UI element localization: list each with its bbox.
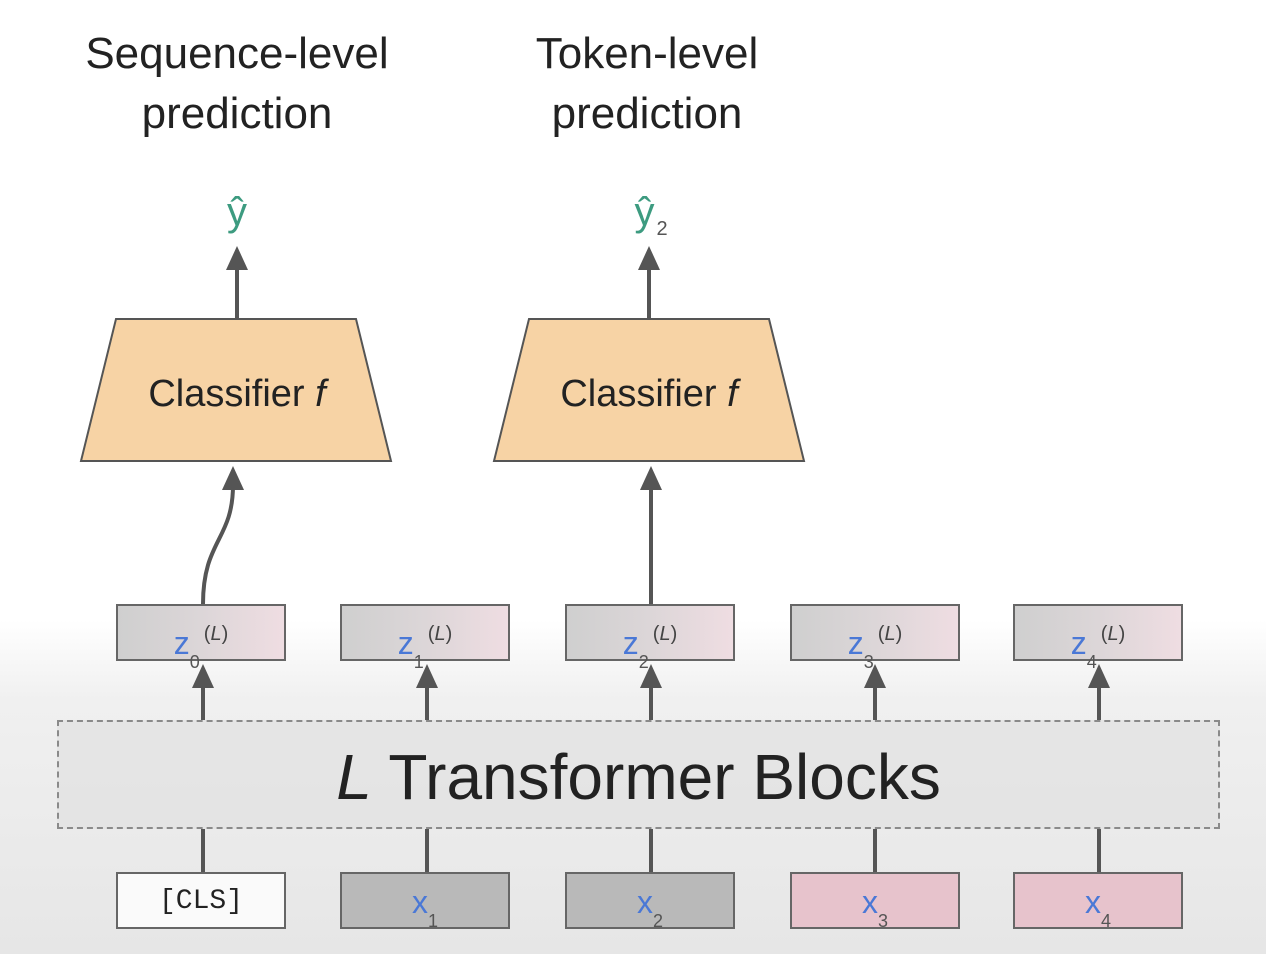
classifier-left-text: Classifier [148, 373, 316, 415]
token-level-heading: Token-level prediction [447, 24, 847, 144]
z-subscript: 2 [638, 652, 649, 672]
arrow-classifier-right-to-output [638, 246, 660, 319]
z-superscript: L [884, 623, 896, 645]
classifier-left-label: Classifier f [87, 373, 387, 416]
sequence-heading-line1: Sequence-level [85, 29, 389, 78]
input-box-3: x3 [790, 872, 960, 931]
sequence-output-yhat: ŷ [197, 190, 277, 235]
input-token-4: x4 [1015, 882, 1181, 941]
transformer-count: L [336, 741, 372, 813]
z-var: z [622, 625, 639, 661]
classifier-left-function: f [315, 373, 326, 415]
arrow-classifier-left-to-output [226, 246, 248, 319]
classifier-right-text: Classifier [560, 373, 728, 415]
z-output-0: z0(L) [173, 623, 229, 672]
input-box-4: x4 [1013, 872, 1183, 931]
z-output-box-0: z0(L) [116, 604, 286, 672]
input-box-2: x2 [565, 872, 735, 931]
z-superscript: L [434, 623, 446, 645]
z-output-box-2: z2(L) [565, 604, 735, 672]
z-output-2: z2(L) [622, 623, 678, 672]
x-subscript: 1 [427, 911, 438, 931]
input-box-cls: [CLS] [116, 872, 286, 929]
token-heading-line1: Token-level [535, 29, 759, 78]
classifier-right-shape [492, 318, 806, 462]
arrow-z0-to-classifier [201, 466, 244, 605]
z-var: z [847, 625, 864, 661]
cls-token: [CLS] [158, 886, 243, 917]
arrows-blocks-to-z [192, 664, 1110, 720]
x-var: x [411, 884, 428, 920]
z-superscript: L [210, 623, 222, 645]
input-token-3: x3 [792, 882, 958, 941]
z-output-box-3: z3(L) [790, 604, 960, 672]
x-subscript: 2 [652, 911, 663, 931]
input-token-2: x2 [567, 882, 733, 941]
z-subscript: 0 [189, 652, 200, 672]
x-var: x [861, 884, 878, 920]
token-heading-line2: prediction [551, 89, 743, 138]
z-output-3: z3(L) [847, 623, 903, 672]
input-token-1: x1 [342, 882, 508, 941]
x-subscript: 4 [1100, 911, 1111, 931]
transformer-blocks: L Transformer Blocks [57, 720, 1220, 829]
transformer-label-text: Transformer Blocks [371, 741, 941, 813]
arrow-z2-to-classifier [640, 466, 662, 604]
z-superscript: L [659, 623, 671, 645]
x-var: x [636, 884, 653, 920]
transformer-blocks-label: L Transformer Blocks [59, 740, 1218, 814]
x-subscript: 3 [877, 911, 888, 931]
input-box-1: x1 [340, 872, 510, 931]
z-var: z [173, 625, 190, 661]
z-superscript: L [1107, 623, 1119, 645]
z-var: z [397, 625, 414, 661]
x-var: x [1084, 884, 1101, 920]
classifier-right-label: Classifier f [499, 373, 799, 416]
token-output-symbol: ŷ [634, 190, 655, 234]
lines-inputs-to-blocks [201, 829, 1101, 872]
z-output-4: z4(L) [1070, 623, 1126, 672]
z-subscript: 4 [1086, 652, 1097, 672]
z-output-1: z1(L) [397, 623, 453, 672]
sequence-output-symbol: ŷ [227, 190, 247, 234]
z-subscript: 3 [863, 652, 874, 672]
z-subscript: 1 [413, 652, 424, 672]
sequence-level-heading: Sequence-level prediction [37, 24, 437, 144]
token-output-subscript: 2 [656, 218, 668, 240]
sequence-heading-line2: prediction [141, 89, 333, 138]
classifier-left-shape [79, 318, 393, 462]
z-output-box-4: z4(L) [1013, 604, 1183, 672]
z-var: z [1070, 625, 1087, 661]
z-output-box-1: z1(L) [340, 604, 510, 672]
classifier-right-function: f [727, 373, 738, 415]
